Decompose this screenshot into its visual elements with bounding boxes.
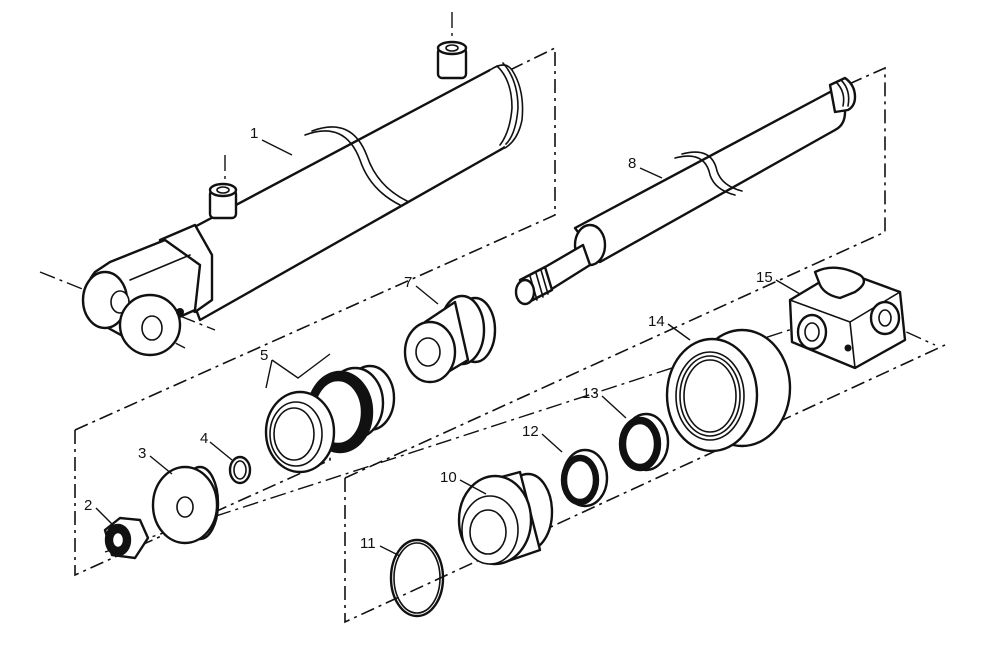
callout-12: 12 [522, 423, 539, 440]
part-15-rod-end-clevis [788, 266, 907, 370]
part-7-piston-guide [403, 294, 497, 384]
part-12-seal-ring [560, 448, 609, 508]
leader-13 [601, 395, 627, 419]
callout-15: 15 [756, 269, 773, 286]
leader-5b [265, 359, 273, 389]
leader-7 [415, 285, 439, 305]
part-5-piston [264, 364, 396, 474]
callout-13: 13 [582, 385, 599, 402]
part-4-o-ring [228, 455, 252, 485]
assembly-boundaries [74, 46, 946, 624]
callout-4: 4 [200, 430, 208, 447]
callout-11: 11 [360, 535, 376, 552]
callout-7: 7 [404, 274, 412, 291]
leader-lines [95, 139, 801, 557]
callout-10: 10 [440, 469, 457, 486]
leader-12 [541, 433, 563, 453]
axis-lower-parts [104, 319, 821, 553]
axis-upper-left [39, 271, 91, 293]
callout-3: 3 [138, 445, 146, 462]
part-3-washer [151, 465, 220, 545]
axis-clevis-hole-2 [179, 315, 216, 331]
leader-1 [261, 139, 293, 156]
leader-4 [209, 441, 233, 461]
leader-8 [639, 167, 663, 179]
part-10-bushing [457, 470, 554, 566]
part-1-cylinder-barrel [81, 40, 524, 357]
boundary-top-rail [74, 46, 556, 431]
callout-1: 1 [250, 125, 258, 142]
leader-15 [775, 279, 801, 295]
leader-2 [95, 507, 117, 529]
callout-5: 5 [260, 347, 268, 364]
callout-2: 2 [84, 497, 92, 514]
leader-3 [149, 455, 173, 475]
part-14-cylinder-head [665, 328, 792, 453]
part-11-o-ring-large [389, 538, 445, 618]
boundary-rod-group [344, 344, 946, 624]
leader-14 [667, 323, 691, 341]
callout-8: 8 [628, 155, 636, 172]
boundary-rod-top [344, 66, 886, 479]
leader-11 [379, 545, 401, 557]
part-8-piston-rod [514, 76, 857, 306]
callout-14: 14 [648, 313, 665, 330]
leader-10 [459, 479, 487, 495]
callout-labels: 1 2 3 4 5 7 8 10 11 12 13 14 15 [84, 125, 773, 552]
leader-5 [271, 353, 331, 379]
part-13-wiper-seal [618, 412, 670, 472]
